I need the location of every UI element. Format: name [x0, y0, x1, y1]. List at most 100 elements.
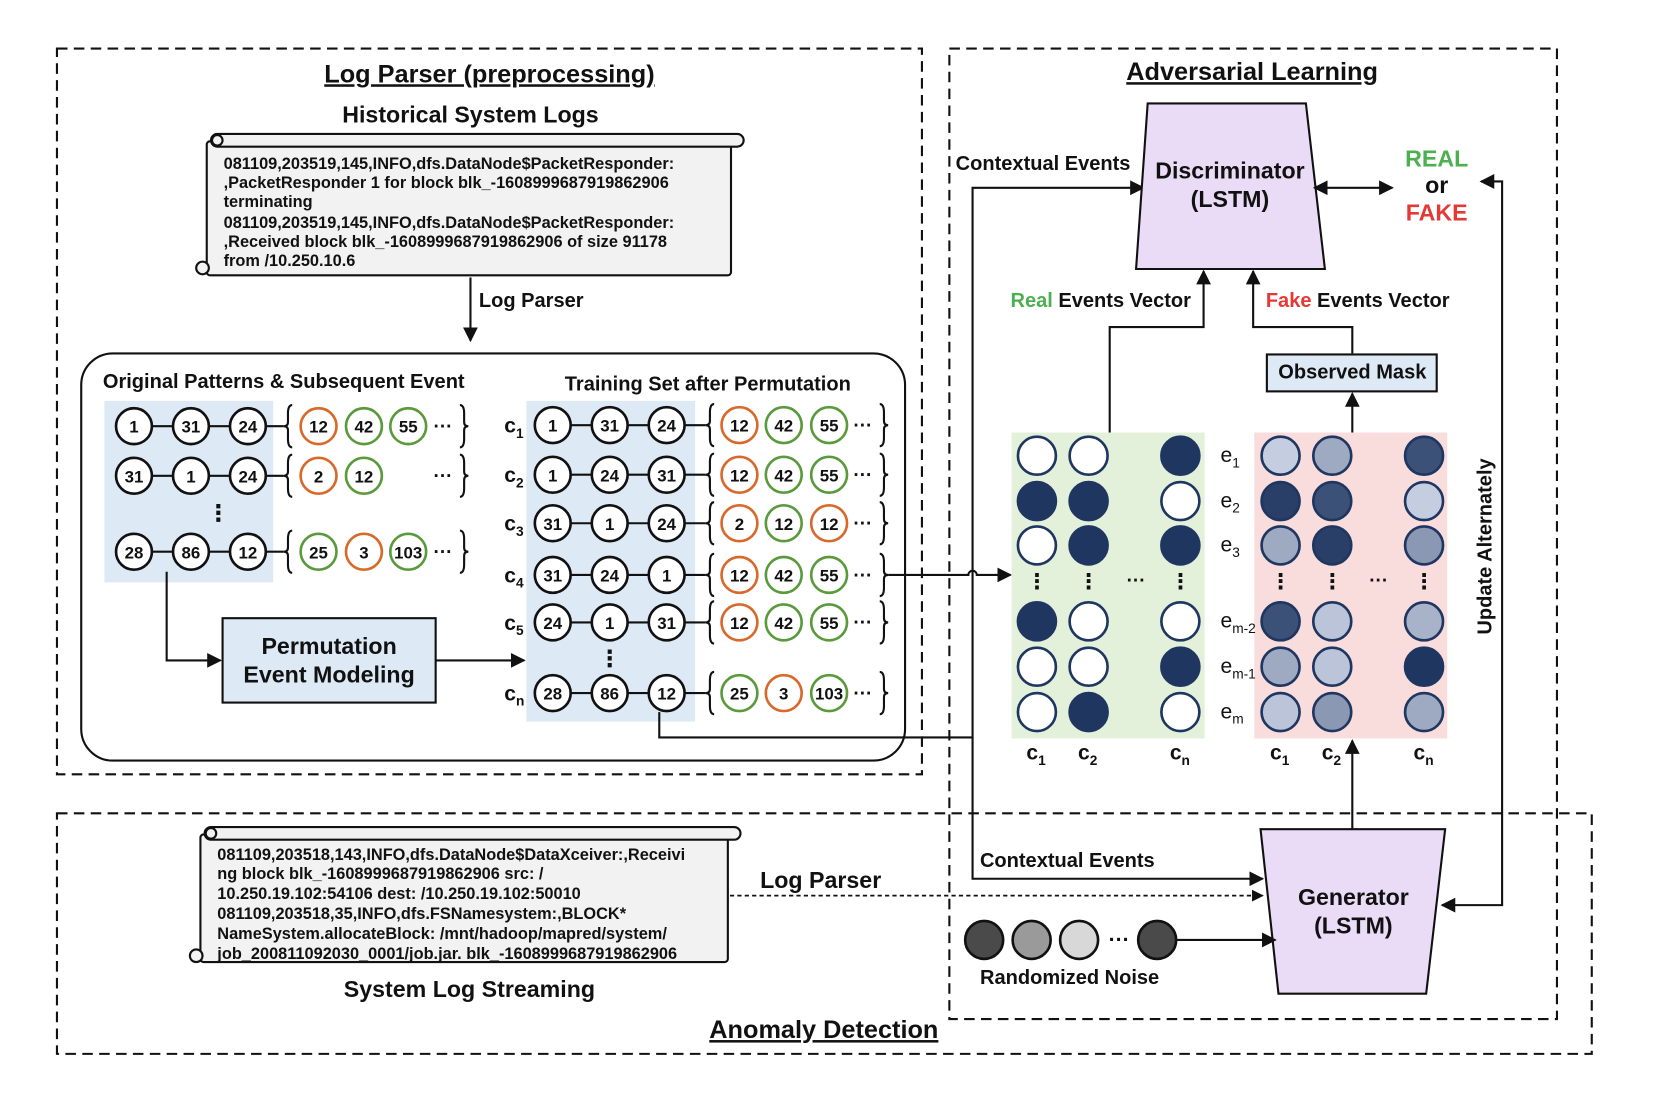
subsequent-node [299, 406, 338, 446]
pattern-node-label: 24 [239, 418, 258, 437]
column-label: cn [1170, 742, 1190, 768]
patterns-panel [80, 352, 907, 762]
subsequent-node-label: 12 [730, 614, 749, 633]
pattern-node [171, 456, 211, 496]
historical-log-line: ,Received block blk_-1608999687919862906… [224, 233, 667, 251]
fake-event-cell [1403, 646, 1445, 688]
pattern-node-label: 12 [657, 685, 676, 704]
pattern-node-label: 28 [125, 543, 144, 562]
pattern-node [647, 455, 686, 494]
fake-event-cell [1260, 691, 1301, 733]
subsequent-node [720, 405, 759, 445]
fake-event-cell [1260, 646, 1301, 688]
subsequent-node [809, 405, 849, 445]
subsequent-node-label: 42 [774, 466, 793, 485]
pattern-node-label: 1 [662, 566, 671, 585]
pattern-node [647, 405, 686, 445]
pattern-node-label: 24 [657, 515, 676, 534]
subsequent-node [809, 455, 849, 494]
pattern-node [228, 532, 268, 571]
pattern-node-label: 1 [186, 467, 195, 486]
generator-block [1259, 828, 1447, 995]
anomaly-title: Anomaly Detection [709, 1016, 938, 1044]
subsequent-node [388, 532, 428, 571]
fake-event-cell [1403, 691, 1445, 733]
event-row-label: e1 [1220, 444, 1239, 470]
matrix-horizontal-ellipsis: ··· [1127, 571, 1146, 592]
discriminator-block [1134, 102, 1327, 271]
subsequent-node [720, 455, 759, 494]
subsequent-node [764, 405, 804, 445]
real-event-cell [1068, 601, 1109, 642]
observed-mask-label: Observed Mask [1278, 362, 1427, 384]
fake-event-cell [1403, 525, 1445, 566]
brace [705, 501, 715, 546]
streaming-log-parser-label: Log Parser [760, 867, 881, 893]
subsequent-node-label: 55 [820, 566, 839, 585]
pattern-node-label: 31 [543, 515, 562, 534]
fake-event-cell [1311, 435, 1353, 477]
training-row-label: c5 [504, 612, 524, 638]
subsequent-node-label: 3 [359, 543, 368, 562]
pattern-node-label: 24 [657, 417, 676, 436]
historical-log-line: ,PacketResponder 1 for block blk_-160899… [224, 174, 669, 192]
subsequent-node-label: 12 [774, 515, 793, 534]
subsequent-node-label: 103 [394, 543, 422, 562]
subsequent-node-label: 12 [309, 418, 328, 437]
subsequent-node-label: 42 [774, 417, 793, 436]
brace [283, 529, 293, 574]
subsequent-node [764, 603, 804, 642]
historical-log-line: 081109,203519,145,INFO,dfs.DataNode$Pack… [224, 214, 675, 232]
real-events-matrix: ⋮⋮⋮··· [1016, 435, 1201, 733]
historical-log-line: from /10.250.10.6 [224, 252, 356, 270]
pattern-node-label: 1 [548, 417, 557, 436]
pattern-node [590, 503, 629, 543]
subsequent-node-label: 2 [314, 467, 323, 486]
column-label: c1 [1270, 742, 1290, 768]
matrix-vertical-ellipsis: ⋮ [1170, 571, 1191, 594]
fake-event-cell [1403, 480, 1445, 522]
noise-sample [963, 919, 1005, 961]
matrix-horizontal-ellipsis: ··· [1369, 571, 1388, 592]
real-vector-arrow [1108, 269, 1211, 433]
subsequent-node [809, 503, 849, 543]
pattern-node-label: 86 [182, 543, 201, 562]
streaming-log-line: 10.250.19.102:54106 dest: /10.250.19.102… [217, 885, 580, 903]
permutation-box [221, 617, 437, 704]
adversarial-title: Adversarial Learning [1126, 58, 1378, 86]
subsequent-node-label: 42 [355, 418, 374, 437]
real-event-cell [1160, 435, 1201, 477]
fake-event-cell [1403, 435, 1445, 477]
brace [879, 402, 889, 448]
subsequent-node [764, 455, 804, 494]
fake-event-cell [1260, 435, 1301, 477]
randomized-noise [963, 919, 1178, 961]
matrix-vertical-ellipsis: ⋮ [1078, 571, 1099, 594]
pattern-node-label: 24 [543, 614, 562, 633]
matrix-vertical-ellipsis: ⋮ [1270, 571, 1291, 594]
brace [705, 600, 715, 645]
fake-event-cell [1403, 601, 1445, 642]
randomized-noise-label: Randomized Noise [980, 967, 1159, 989]
pattern-node [647, 603, 686, 642]
pattern-node [533, 405, 572, 445]
row-ellipsis: ··· [853, 565, 872, 586]
subsequent-node [720, 503, 759, 543]
subsequent-node [764, 503, 804, 543]
subsequent-node-label: 55 [820, 466, 839, 485]
training-row-label: c3 [504, 513, 524, 539]
real-events-vector: Real Events Vector [1011, 290, 1192, 312]
fake-event-cell [1311, 525, 1353, 566]
pattern-node-label: 1 [605, 614, 614, 633]
streaming-log-line: job_200811092030_0001/job.jar. blk_-1608… [216, 945, 677, 963]
real-event-cell [1068, 691, 1109, 733]
pattern-node-label: 31 [125, 467, 144, 486]
pattern-node-label: 1 [605, 515, 614, 534]
fake-event-cell [1311, 480, 1353, 522]
brace [459, 453, 469, 498]
pattern-node-label: 12 [239, 543, 258, 562]
pattern-node [590, 603, 629, 642]
brace [705, 552, 715, 598]
pattern-node [590, 673, 629, 713]
